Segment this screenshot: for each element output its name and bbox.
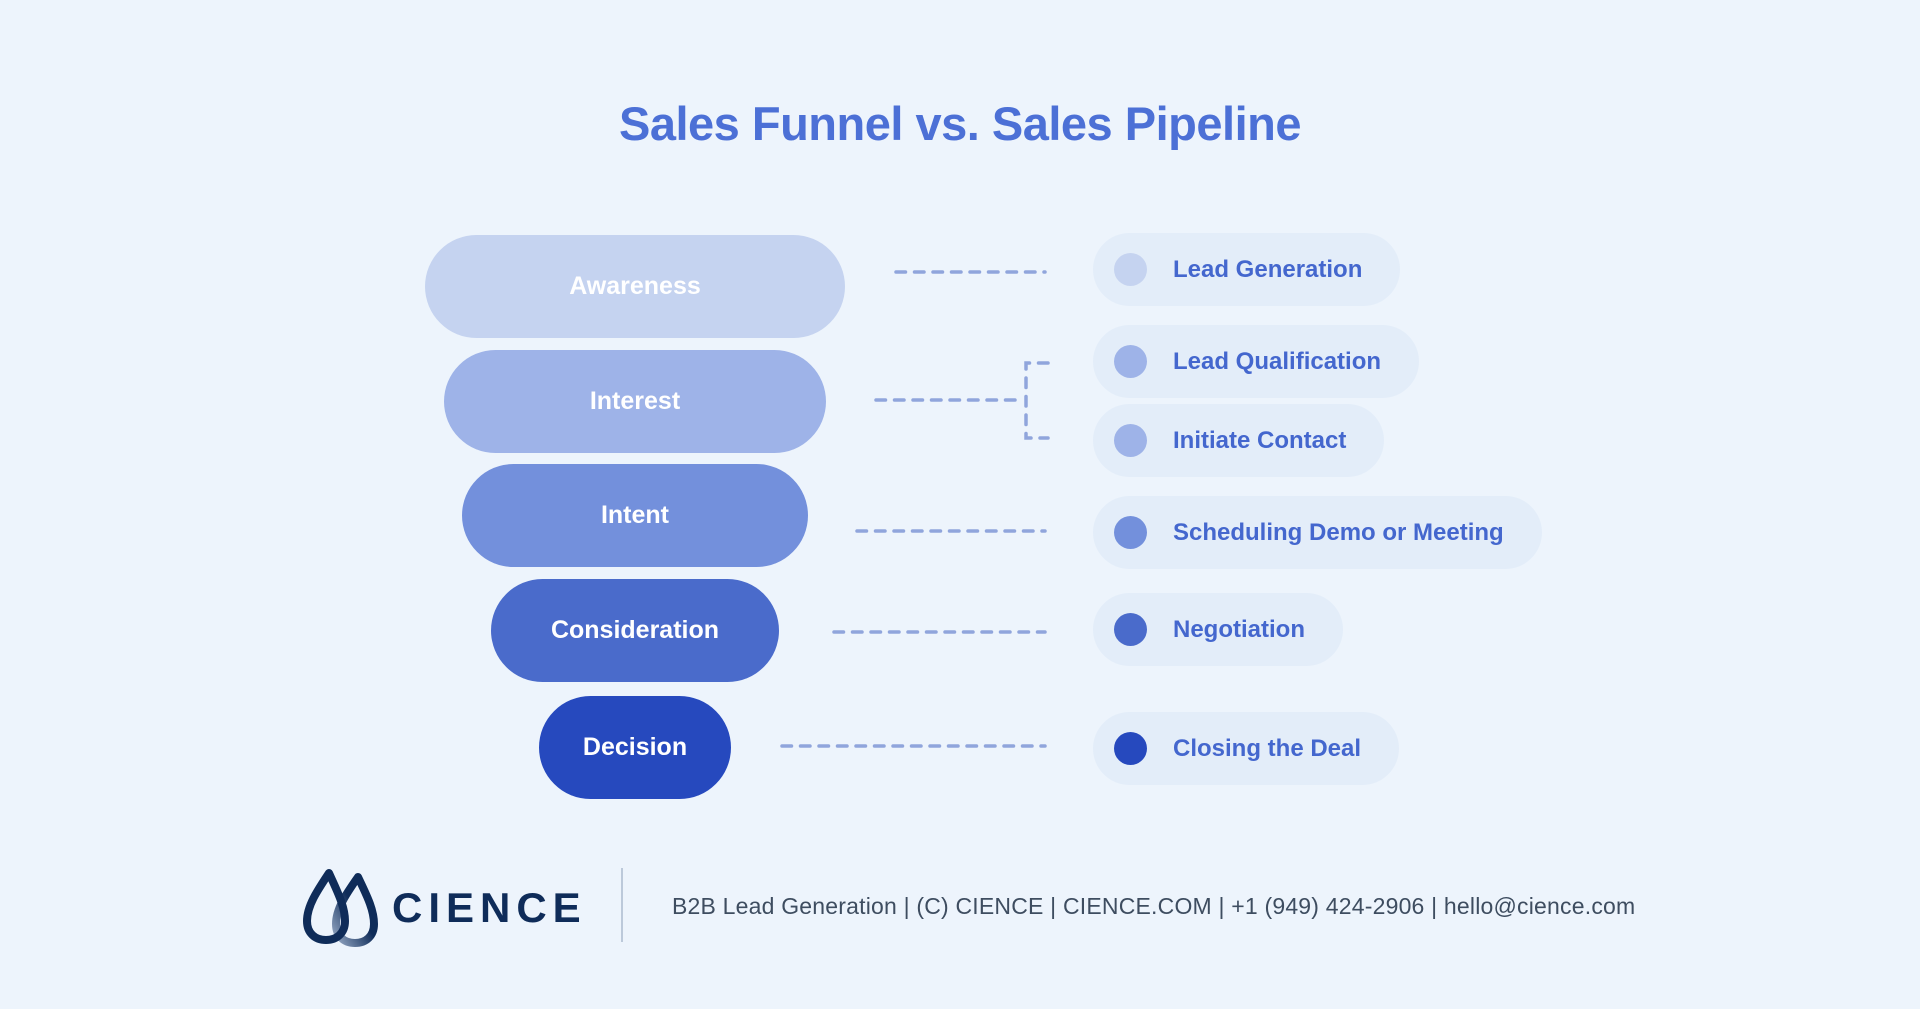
- pipeline-item-label: Initiate Contact: [1173, 426, 1347, 454]
- stage-dot-icon: [1114, 253, 1147, 286]
- stage-dot-icon: [1114, 516, 1147, 549]
- stage-dot-icon: [1114, 613, 1147, 646]
- footer-divider: [621, 868, 623, 942]
- funnel-stage-awareness: Awareness: [425, 235, 845, 338]
- pipeline-item-lead-qualification: Lead Qualification: [1093, 325, 1420, 398]
- pipeline-item-label: Scheduling Demo or Meeting: [1173, 518, 1504, 546]
- funnel-stage-label: Intent: [600, 501, 670, 529]
- funnel-stage-label: Awareness: [569, 272, 701, 300]
- funnel-stage-label: Decision: [582, 733, 688, 761]
- bottom-strip: [0, 1009, 1920, 1022]
- cience-logo-icon: [303, 869, 378, 947]
- pipeline-item-label: Lead Qualification: [1173, 347, 1382, 375]
- stage-dot-icon: [1114, 345, 1147, 378]
- pipeline-item-label: Lead Generation: [1173, 255, 1363, 283]
- funnel-stage-decision: Decision: [539, 696, 731, 799]
- funnel-stage-label: Consideration: [550, 616, 720, 644]
- pipeline-item-label: Closing the Deal: [1173, 734, 1362, 762]
- pipeline-item-label: Negotiation: [1173, 615, 1305, 643]
- cience-wordmark: CIENCE: [392, 884, 587, 931]
- funnel-stage-interest: Interest: [444, 350, 826, 453]
- stage-dot-icon: [1114, 732, 1147, 765]
- pipeline-item-scheduling-demo: Scheduling Demo or Meeting: [1093, 496, 1542, 569]
- stage-dot-icon: [1114, 424, 1147, 457]
- pipeline-item-negotiation: Negotiation: [1093, 593, 1343, 666]
- footer-contact-info: B2B Lead Generation | (C) CIENCE | CIENC…: [672, 893, 1636, 919]
- pipeline-item-lead-generation: Lead Generation: [1093, 233, 1401, 306]
- pipeline-item-initiate-contact: Initiate Contact: [1093, 404, 1385, 477]
- pipeline-item-closing-deal: Closing the Deal: [1093, 712, 1400, 785]
- page-title: Sales Funnel vs. Sales Pipeline: [619, 97, 1301, 150]
- connector-interest-bracket: [1024, 361, 1050, 440]
- funnel-stage-label: Interest: [589, 387, 681, 415]
- funnel-stage-intent: Intent: [462, 464, 808, 567]
- funnel-stage-consideration: Consideration: [491, 579, 779, 682]
